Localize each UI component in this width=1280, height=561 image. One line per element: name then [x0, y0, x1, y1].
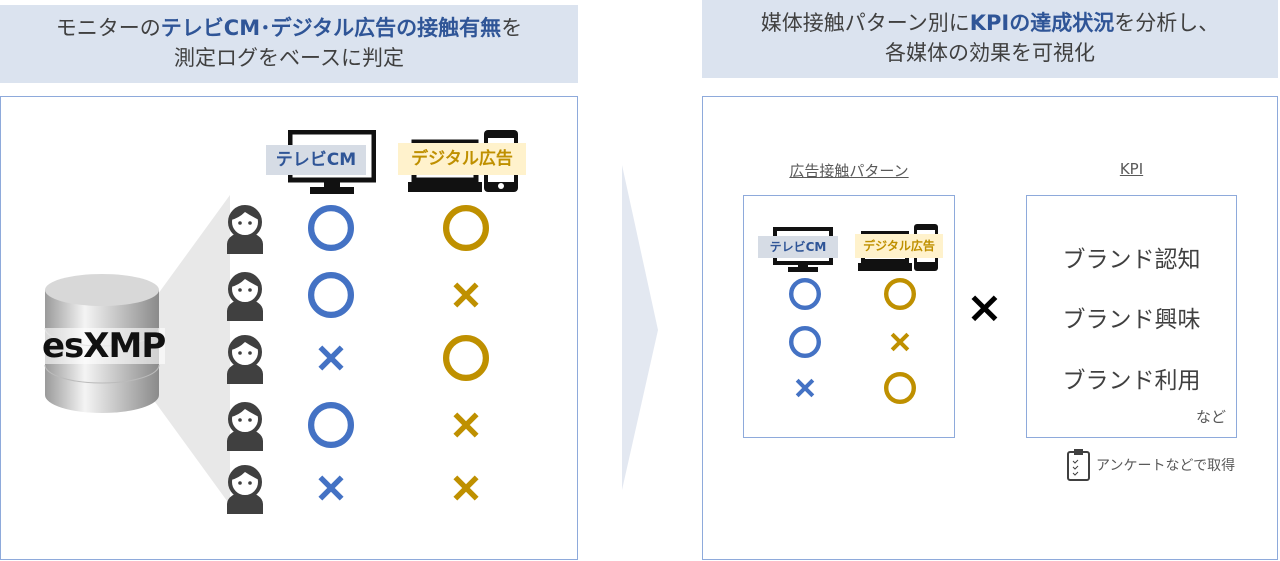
chevron-arrow	[622, 165, 658, 490]
circle-mark	[789, 326, 821, 358]
cross-mark	[318, 475, 344, 501]
tv-label: テレビCM	[758, 236, 838, 258]
tv-label: テレビCM	[266, 145, 366, 175]
heading-line2: 測定ログをベースに判定	[174, 46, 404, 70]
heading-bold: KPIの達成状況	[969, 11, 1115, 35]
heading-text: を	[501, 16, 523, 40]
kpi-etc: など	[1195, 408, 1226, 426]
person-icon	[227, 272, 263, 321]
heading-text: モニターの	[55, 16, 161, 40]
circle-mark	[884, 372, 916, 404]
circle-mark	[308, 272, 354, 318]
digital-label: デジタル広告	[398, 143, 526, 175]
cross-mark	[453, 412, 479, 438]
left-heading: モニターのテレビCM･デジタル広告の接触有無を 測定ログをベースに判定	[0, 5, 578, 83]
circle-mark	[308, 205, 354, 251]
heading-text: 媒体接触パターン別に	[760, 11, 970, 35]
digital-label: デジタル広告	[855, 234, 943, 258]
kpi-box: ブランド認知 ブランド興味 ブランド利用 など	[1026, 195, 1237, 438]
person-icon	[227, 335, 263, 384]
survey-note: アンケートなどで取得	[1096, 458, 1236, 474]
circle-mark	[308, 402, 354, 448]
cross-mark	[453, 475, 479, 501]
kpi-item: ブランド利用	[1062, 368, 1201, 394]
circle-mark	[789, 278, 821, 310]
heading-bold: テレビCM･デジタル広告の接触有無	[160, 16, 502, 40]
circle-mark	[443, 205, 489, 251]
circle-mark	[884, 278, 916, 310]
cross-mark	[318, 345, 344, 371]
db-label: esXMP	[42, 326, 166, 366]
kpi-title: KPI	[1119, 160, 1144, 178]
kpi-item: ブランド興味	[1062, 307, 1201, 333]
cross-mark	[890, 332, 910, 352]
circle-mark	[443, 335, 489, 381]
beam	[150, 195, 230, 505]
cross-mark	[453, 282, 479, 308]
heading-line2: 各媒体の効果を可視化	[885, 41, 1095, 65]
person-icon	[227, 402, 263, 451]
times-symbol: ×	[966, 282, 1003, 333]
pattern-title: 広告接触パターン	[789, 162, 909, 180]
heading-text: を分析し、	[1114, 11, 1220, 35]
clipboard-icon	[1067, 449, 1090, 481]
cross-mark	[795, 378, 815, 398]
person-icon	[227, 465, 263, 514]
person-icon	[227, 205, 263, 254]
right-heading: 媒体接触パターン別にKPIの達成状況を分析し、 各媒体の効果を可視化	[702, 0, 1278, 78]
kpi-item: ブランド認知	[1062, 247, 1201, 273]
